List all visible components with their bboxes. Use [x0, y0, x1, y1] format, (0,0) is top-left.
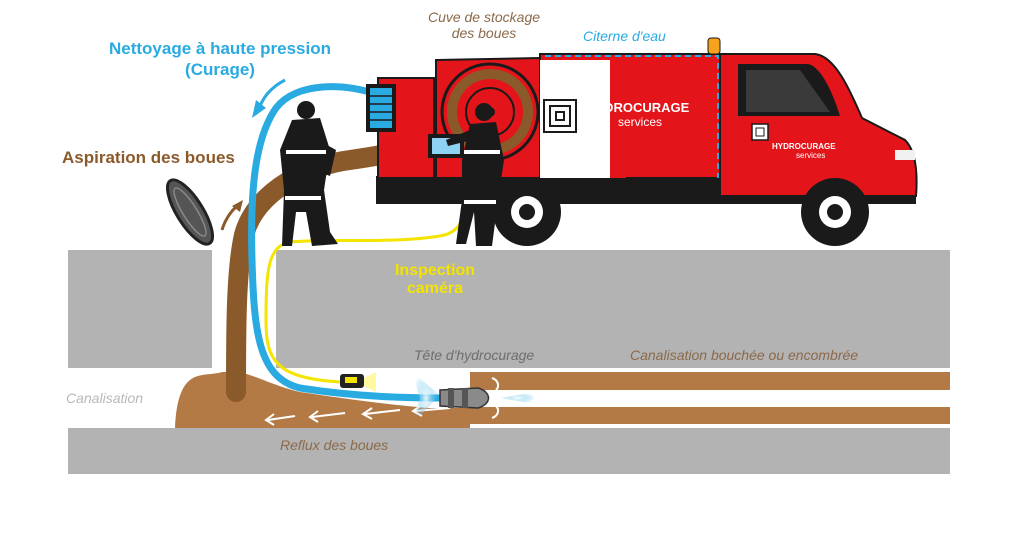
nozzle-head-icon — [412, 372, 535, 424]
manhole-cover — [166, 178, 214, 246]
label-sludge-tank-line1: Cuve de stockage — [427, 9, 541, 25]
label-backflow: Reflux des boues — [280, 437, 389, 453]
operator-camera-silhouette — [446, 103, 504, 246]
camera-robot-icon — [340, 372, 376, 392]
truck-brand-door-sub: services — [796, 151, 826, 160]
label-camera-line1: Inspection — [394, 262, 475, 279]
label-high-pressure-line2: (Curage) — [185, 60, 255, 79]
sludge-mound — [175, 370, 470, 428]
label-nozzle-head: Tête d'hydrocurage — [414, 347, 535, 363]
truck-wheels — [493, 178, 869, 246]
sludge-top-layer — [470, 372, 950, 390]
beacon-icon — [707, 37, 721, 55]
truck-brand-big-text: HYDROCURAGE — [586, 100, 690, 115]
operator-hose-silhouette — [280, 101, 338, 246]
sludge-bottom-layer — [470, 407, 950, 424]
suction-arrow-head-icon — [232, 200, 243, 212]
truck-brand-door-text: HYDROCURAGE — [772, 142, 836, 151]
truck-brand-door: HYDROCURAGE services — [772, 142, 836, 160]
truck-brand-big: HYDROCURAGE services — [586, 100, 690, 130]
hydrocurage-truck — [366, 37, 918, 246]
label-pipe: Canalisation — [66, 390, 144, 406]
label-sludge-tank-line2: des boues — [451, 25, 517, 41]
ground-lower-layer — [68, 428, 950, 474]
label-suction: Aspiration des boues — [62, 148, 235, 167]
suction-arrow-icon — [220, 203, 240, 231]
truck-logo-big-icon — [543, 99, 577, 133]
label-camera-line2: caméra — [406, 280, 464, 297]
truck-logo-door-icon — [751, 123, 769, 141]
pressure-arrow-head-icon — [252, 100, 266, 118]
high-pressure-hose — [248, 83, 444, 402]
label-camera: Inspection caméra — [380, 262, 490, 298]
label-water-tank: Citerne d'eau — [583, 28, 666, 44]
label-high-pressure-line1: Nettoyage à haute pression — [108, 39, 331, 58]
truck-brand-big-sub: services — [618, 115, 663, 129]
label-blocked-pipe: Canalisation bouchée ou encombrée — [630, 347, 859, 363]
label-high-pressure: Nettoyage à haute pression (Curage) — [100, 38, 340, 80]
label-sludge-tank: Cuve de stockage des boues — [414, 9, 554, 41]
ground — [68, 248, 950, 474]
